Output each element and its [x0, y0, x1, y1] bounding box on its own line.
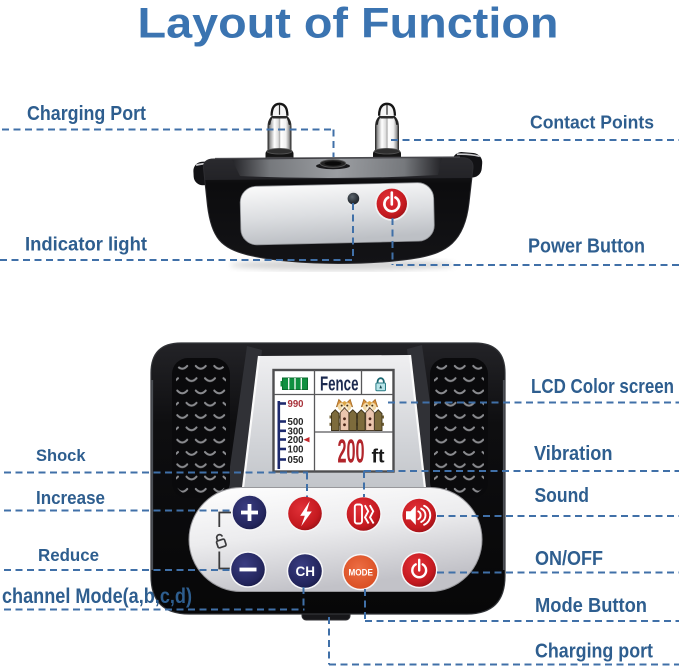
svg-text:Indicator light: Indicator light	[25, 234, 147, 256]
svg-text:500: 500	[288, 417, 304, 428]
svg-text:Shock: Shock	[36, 447, 86, 465]
svg-text:Charging Port: Charging Port	[27, 103, 146, 125]
svg-text:200: 200	[288, 435, 304, 446]
svg-text:Reduce: Reduce	[38, 545, 99, 565]
svg-text:CH: CH	[296, 564, 316, 579]
svg-text:Layout of Function: Layout of Function	[138, 1, 559, 48]
svg-text:Power Button: Power Button	[528, 235, 645, 258]
svg-text:050: 050	[288, 455, 304, 466]
svg-text:LCD Color screen: LCD Color screen	[531, 376, 674, 398]
svg-text:100: 100	[288, 445, 304, 456]
svg-text:200: 200	[338, 433, 365, 470]
svg-text:Contact Points: Contact Points	[530, 112, 654, 133]
svg-text:Charging port: Charging port	[535, 641, 653, 663]
svg-text:990: 990	[288, 399, 304, 410]
svg-text:Fence: Fence	[320, 374, 359, 396]
svg-text:ON/OFF: ON/OFF	[535, 547, 603, 570]
svg-text:Increase: Increase	[36, 488, 105, 508]
svg-text:ft: ft	[372, 447, 386, 468]
svg-text:MODE: MODE	[349, 568, 374, 579]
svg-text:Mode Button: Mode Button	[535, 594, 647, 617]
svg-text:300: 300	[288, 427, 304, 438]
svg-text:channel Mode(a,b,c,d): channel Mode(a,b,c,d)	[2, 585, 192, 608]
svg-text:Vibration: Vibration	[534, 443, 613, 465]
svg-text:Sound: Sound	[535, 484, 590, 507]
